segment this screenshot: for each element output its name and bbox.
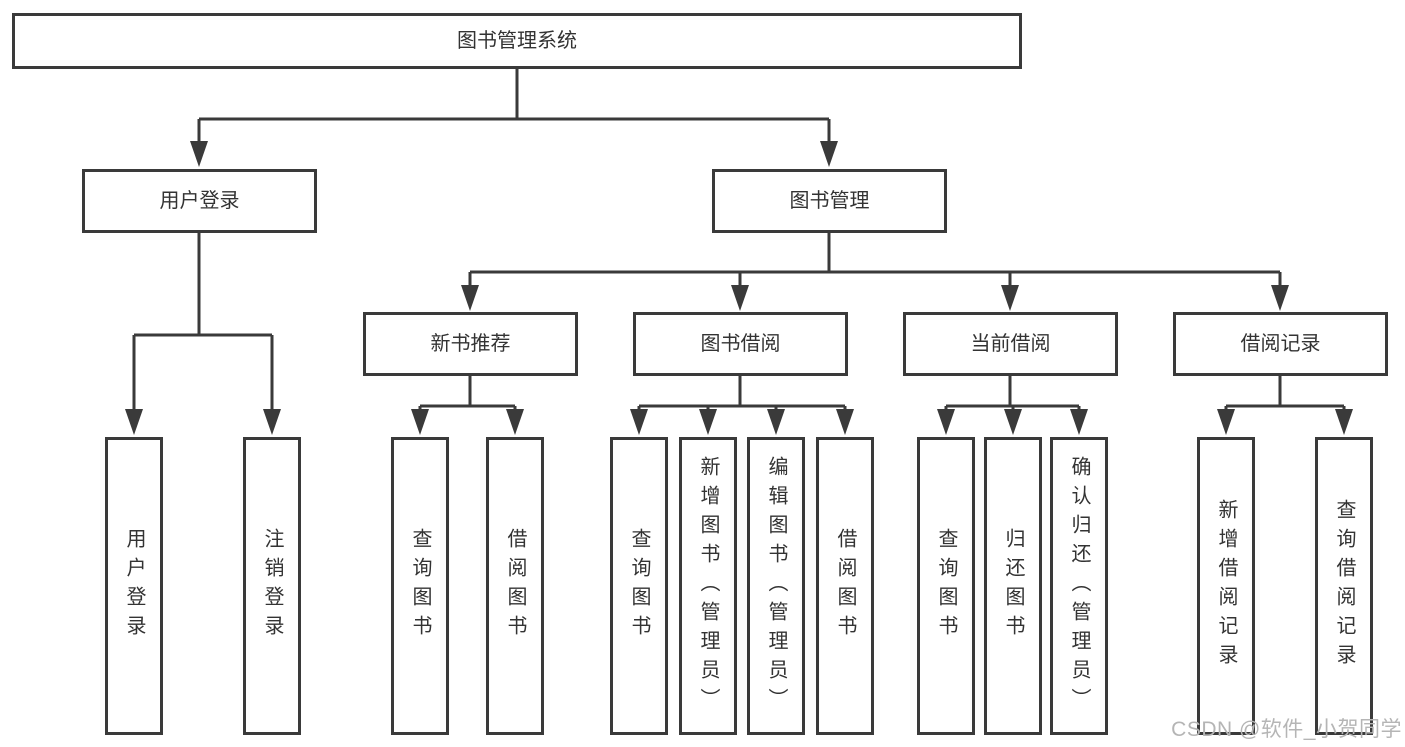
node-add-borrow-record: 新增借阅记录 bbox=[1197, 437, 1255, 735]
node-query-books: 查询图书 bbox=[917, 437, 975, 735]
node-query-books: 查询图书 bbox=[610, 437, 668, 735]
node-borrow-book: 借阅图书 bbox=[486, 437, 544, 735]
node-label: 查询图书 bbox=[935, 528, 957, 644]
node-query-books: 查询图书 bbox=[391, 437, 449, 735]
node-edit-book-admin: 编辑图书（管理员） bbox=[747, 437, 805, 735]
node-book-management: 图书管理 bbox=[712, 169, 947, 233]
node-root: 图书管理系统 bbox=[12, 13, 1022, 69]
node-label: 新增借阅记录 bbox=[1215, 499, 1237, 673]
node-label: 归还图书 bbox=[1002, 528, 1024, 644]
node-new-book-recommend: 新书推荐 bbox=[363, 312, 578, 376]
node-add-book-admin: 新增图书（管理员） bbox=[679, 437, 737, 735]
arrowheads bbox=[125, 141, 1353, 435]
node-return-book: 归还图书 bbox=[984, 437, 1042, 735]
node-label: 注销登录 bbox=[261, 528, 283, 644]
node-label: 查询图书 bbox=[409, 528, 431, 644]
node-label: 借阅图书 bbox=[504, 528, 526, 644]
node-book-borrow: 图书借阅 bbox=[633, 312, 848, 376]
node-borrow-records: 借阅记录 bbox=[1173, 312, 1388, 376]
node-user-login-leaf: 用户登录 bbox=[105, 437, 163, 735]
node-label: 确认归还（管理员） bbox=[1068, 455, 1090, 717]
node-logout: 注销登录 bbox=[243, 437, 301, 735]
node-label: 查询借阅记录 bbox=[1333, 499, 1355, 673]
node-borrow-book: 借阅图书 bbox=[816, 437, 874, 735]
node-user-login: 用户登录 bbox=[82, 169, 317, 233]
node-query-borrow-record: 查询借阅记录 bbox=[1315, 437, 1373, 735]
node-label: 编辑图书（管理员） bbox=[765, 455, 787, 717]
node-label: 查询图书 bbox=[628, 528, 650, 644]
node-current-borrow: 当前借阅 bbox=[903, 312, 1118, 376]
csdn-watermark: CSDN @软件_小贺同学 bbox=[1171, 718, 1402, 741]
node-label: 新增图书（管理员） bbox=[697, 455, 719, 717]
node-label: 用户登录 bbox=[123, 528, 145, 644]
node-label: 借阅图书 bbox=[834, 528, 856, 644]
node-confirm-return-admin: 确认归还（管理员） bbox=[1050, 437, 1108, 735]
